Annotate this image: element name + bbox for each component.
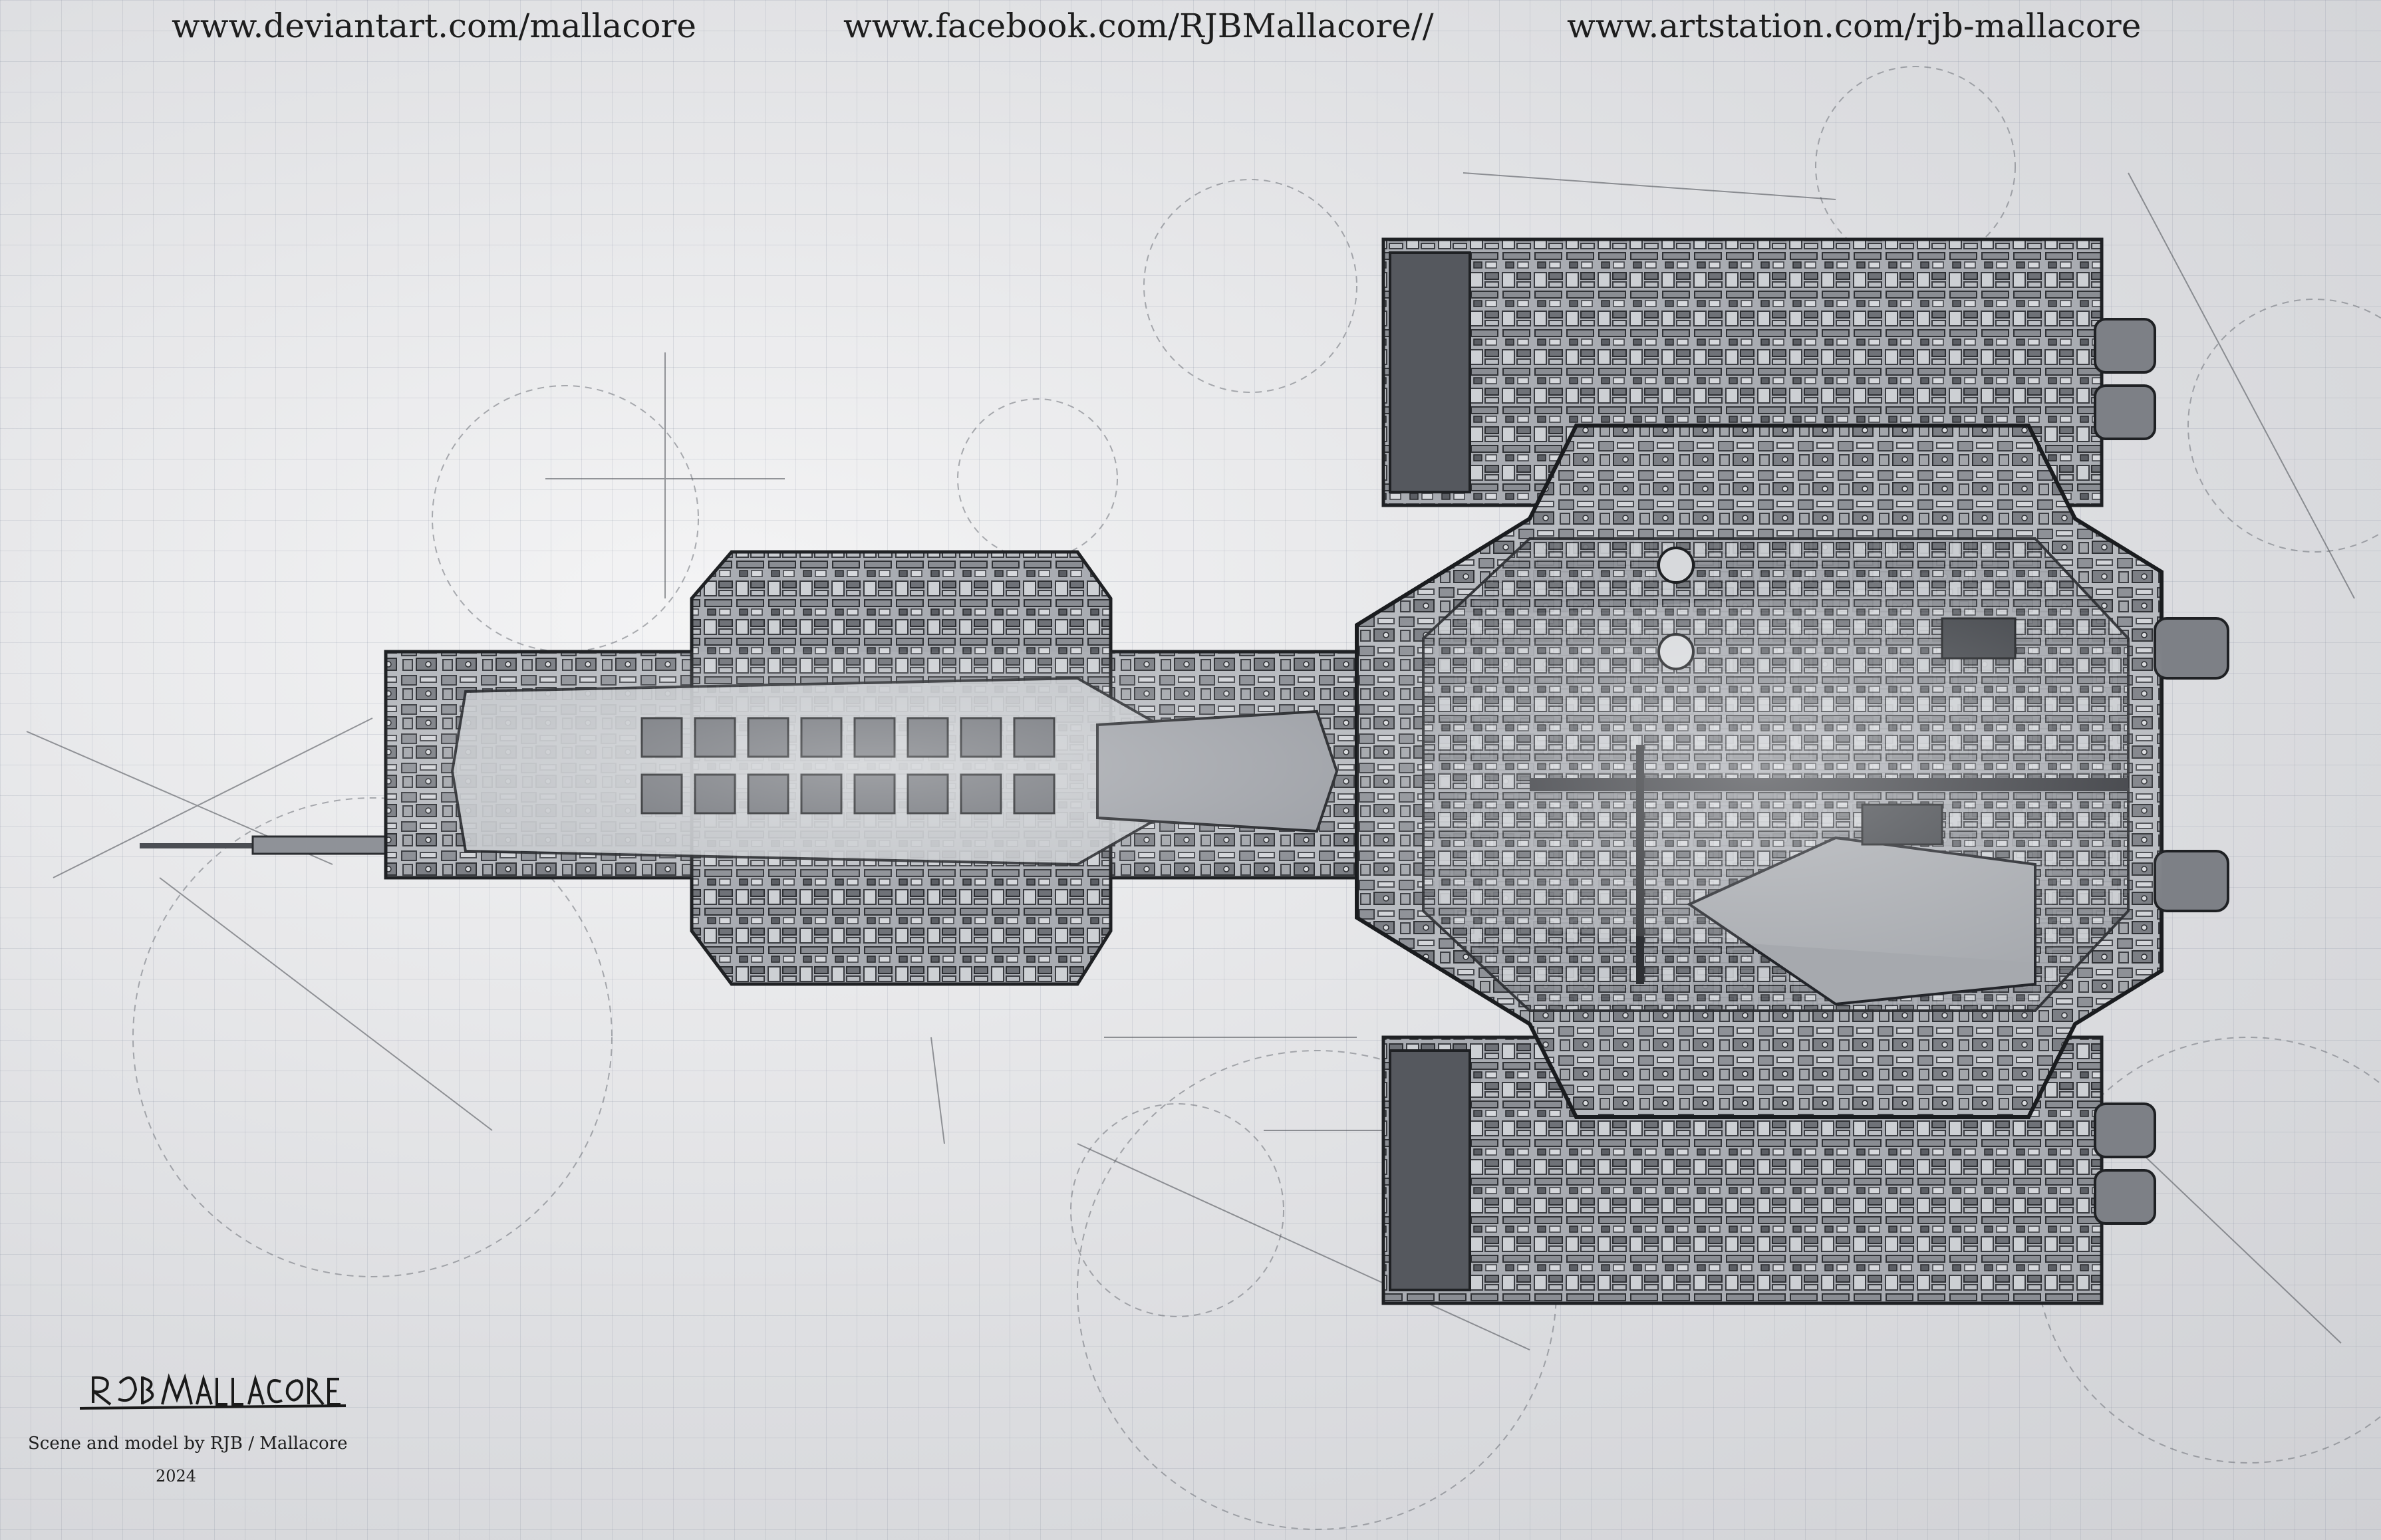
credit-year: 2024 xyxy=(156,1467,197,1485)
link-facebook[interactable]: www.facebook.com/RJBMallacore// xyxy=(843,7,1434,45)
link-deviantart[interactable]: www.deviantart.com/mallacore xyxy=(172,7,696,45)
credit-text: Scene and model by RJB / Mallacore xyxy=(28,1434,348,1454)
signature-logo xyxy=(79,1373,347,1410)
header-links: www.deviantart.com/mallacore www.faceboo… xyxy=(0,3,2381,56)
ship-forward-hull xyxy=(384,550,1359,986)
ship-antenna xyxy=(140,835,387,855)
ship-main-body xyxy=(1355,424,2229,1119)
link-artstation[interactable]: www.artstation.com/rjb-mallacore xyxy=(1567,7,2142,45)
